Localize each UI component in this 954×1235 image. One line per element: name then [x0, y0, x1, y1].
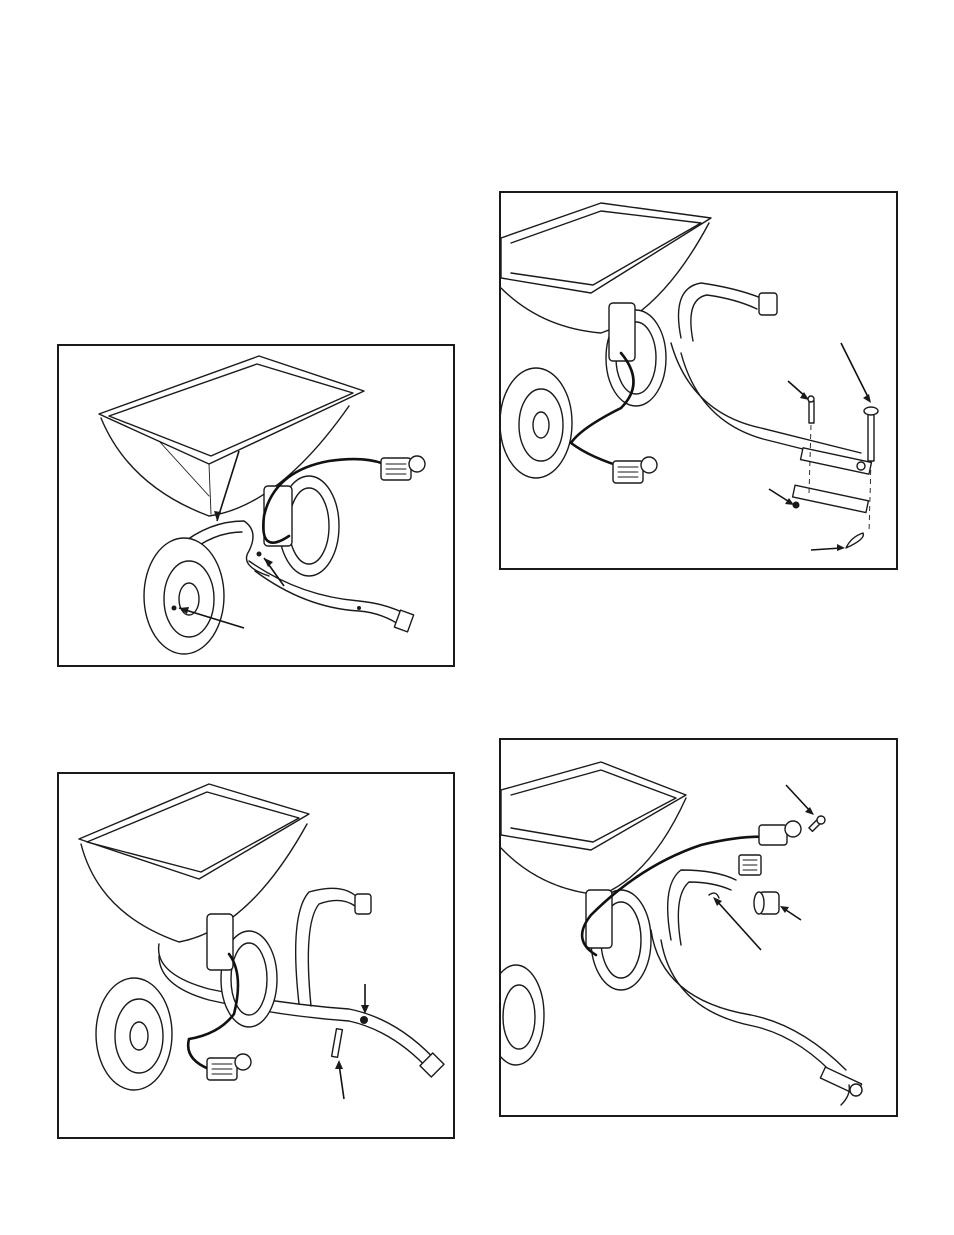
figure-3-panel: [499, 191, 898, 570]
figure-2-panel: [57, 772, 455, 1139]
spreader-assembly-illustration: [59, 774, 453, 1137]
spreader-assembly-illustration: [501, 193, 896, 568]
figure-1-panel: [57, 344, 455, 667]
spreader-assembly-illustration: [59, 346, 453, 665]
figure-4-panel: [499, 738, 898, 1117]
spreader-assembly-illustration: [501, 740, 896, 1115]
